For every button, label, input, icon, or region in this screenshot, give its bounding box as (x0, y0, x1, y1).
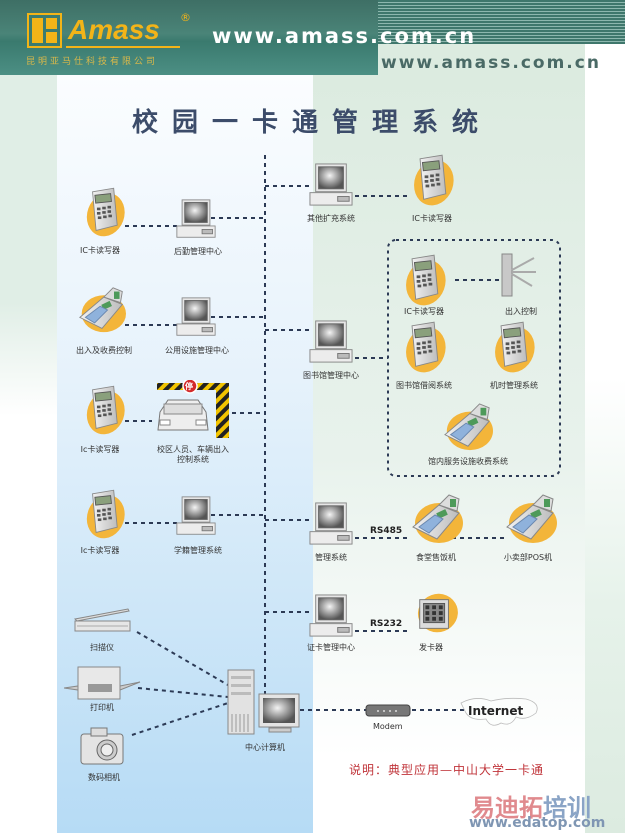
amass-logo-icon (27, 13, 62, 48)
rs485-label: RS485 (370, 526, 403, 536)
pos-terminal-icon[interactable] (440, 402, 496, 452)
label-ic-reader-student: Ic卡读写器 (80, 546, 120, 555)
label-card-center: 证卡管理中心 (307, 643, 355, 652)
label-ic-reader-top: IC卡读写器 (412, 214, 452, 223)
printer-icon[interactable] (64, 666, 142, 700)
central-computer-icon[interactable] (226, 668, 302, 736)
ic-card-reader-icon[interactable] (490, 320, 536, 374)
label-modem: Modem (373, 722, 403, 731)
ic-card-reader-icon[interactable] (401, 320, 447, 374)
website-url-secondary[interactable]: www.amass.com.cn (381, 53, 601, 73)
background-right-panel (313, 75, 585, 833)
other-ext-computer-icon[interactable] (309, 163, 353, 207)
label-canteen-pos: 食堂售饭机 (416, 553, 456, 562)
label-vehicle-control-line2: 控制系统 (177, 455, 209, 464)
shop-pos-icon[interactable] (502, 493, 560, 545)
world-map-icon (460, 697, 538, 726)
label-student-records: 学籍管理系统 (174, 546, 222, 555)
card-center-computer-icon[interactable] (309, 594, 353, 638)
vehicle-barrier-icon[interactable] (150, 380, 235, 440)
watermark-brand: 易迪拓培训 (471, 794, 591, 822)
pos-terminal-icon[interactable] (76, 286, 128, 334)
website-url-primary[interactable]: www.amass.com.cn (212, 24, 477, 48)
company-name: 昆明亚马仕科技有限公司 (26, 57, 159, 67)
label-shop-pos: 小卖部POS机 (503, 553, 553, 562)
label-lib-access-control: 出入控制 (505, 307, 537, 316)
library-subsystem-box (387, 239, 561, 477)
header-banner: Amass ® 昆明亚马仕科技有限公司 www.amass.com.cn www… (0, 0, 625, 75)
label-ic-reader-vehicle: Ic卡读写器 (80, 445, 120, 454)
ic-card-reader-icon[interactable] (82, 384, 126, 436)
brand-name: Amass (68, 14, 160, 45)
watermark-url[interactable]: www.edatop.com (469, 815, 606, 831)
label-printer: 打印机 (90, 703, 114, 712)
label-other-ext-system: 其他扩充系统 (307, 214, 355, 223)
label-ic-reader-logistics: IC卡读写器 (80, 246, 120, 255)
label-logistics-center: 后勤管理中心 (174, 247, 222, 256)
label-central-computer: 中心计算机 (245, 743, 285, 752)
label-vehicle-control-line1: 校区人员、车辆出入 (157, 445, 229, 454)
page-title: 校园一卡通管理系统 (132, 108, 493, 138)
label-card-issuer: 发卡器 (419, 643, 443, 652)
registered-mark: ® (180, 11, 191, 24)
ic-card-reader-icon[interactable] (409, 153, 455, 207)
public-facility-computer-icon[interactable] (176, 297, 216, 337)
modem-icon[interactable] (364, 703, 412, 718)
card-issuer-icon[interactable] (414, 592, 458, 636)
management-system-computer-icon[interactable] (309, 502, 353, 546)
turnstile-icon[interactable] (500, 252, 540, 298)
camera-icon[interactable] (79, 726, 127, 766)
label-scanner: 扫描仪 (90, 643, 114, 652)
logistics-center-computer-icon[interactable] (176, 199, 216, 239)
wire-scanner (136, 631, 229, 686)
label-public-facility-center: 公用设施管理中心 (165, 346, 229, 355)
ic-card-reader-icon[interactable] (401, 253, 447, 307)
background-left-strip (0, 75, 57, 833)
wire-printer (137, 687, 229, 698)
student-records-computer-icon[interactable] (176, 496, 216, 536)
canteen-pos-icon[interactable] (408, 493, 466, 545)
ic-card-reader-icon[interactable] (82, 186, 126, 238)
label-lib-machine-time: 机时管理系统 (490, 381, 538, 390)
caption-note: 说明：典型应用—中山大学一卡通 (349, 763, 545, 777)
label-lib-borrowing: 图书馆借阅系统 (396, 381, 452, 390)
stop-sign-text: 停 (185, 382, 193, 391)
library-center-computer-icon[interactable] (309, 320, 353, 364)
label-management-system: 管理系统 (315, 553, 347, 562)
label-access-fee-control: 出入及收费控制 (76, 346, 132, 355)
ic-card-reader-icon[interactable] (82, 488, 126, 540)
label-camera: 数码相机 (88, 773, 120, 782)
label-lib-ic-reader: IC卡读写器 (404, 307, 444, 316)
rs232-label: RS232 (370, 619, 403, 629)
wire-camera (131, 702, 229, 736)
label-library-center: 图书馆管理中心 (303, 371, 359, 380)
scanner-icon[interactable] (73, 607, 131, 637)
background-far-right-strip (585, 75, 625, 833)
label-internet[interactable]: Internet (468, 704, 524, 718)
label-lib-service-fee: 馆内服务设施收费系统 (428, 457, 508, 466)
